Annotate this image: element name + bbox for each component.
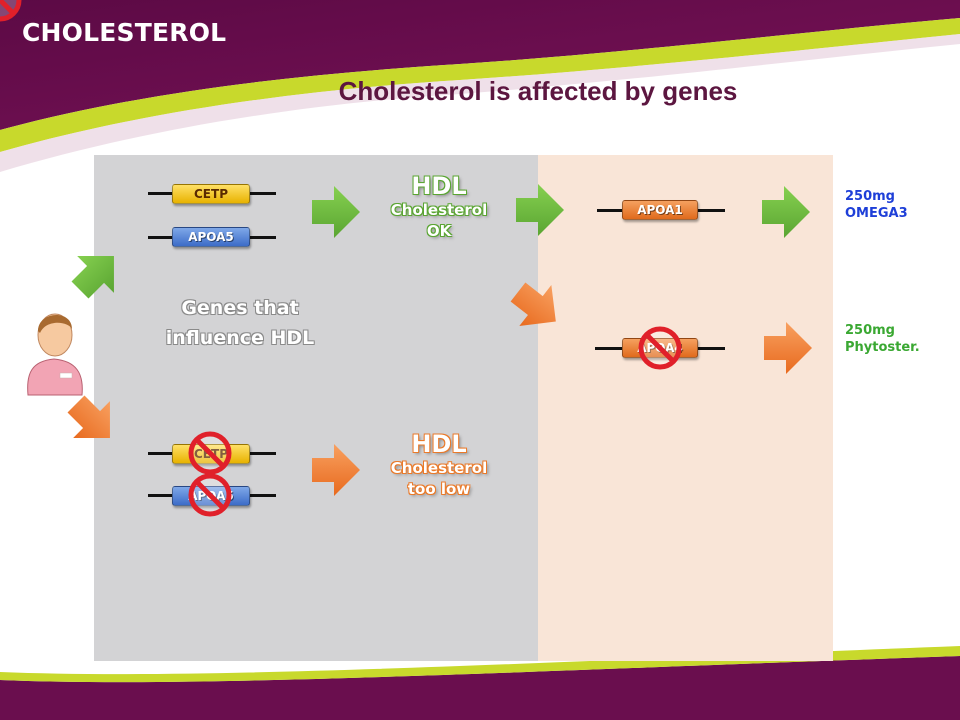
outcome-low-line2: too low: [407, 480, 471, 498]
outcome-hdl-low: HDL Cholesterol too low: [374, 430, 504, 500]
outcome-hdl-ok: HDL Cholesterol OK: [374, 172, 504, 242]
outcome-ok-line2: OK: [426, 222, 452, 240]
omega-name: OMEGA3: [845, 206, 908, 221]
genes-label: Genes that influence HDL: [165, 297, 315, 349]
outcome-ok-title: HDL: [411, 172, 467, 200]
gene-apoa1: APOA1: [622, 200, 698, 220]
supplement-phyto: 250mg Phytoster.: [845, 322, 920, 356]
phyto-name: Phytoster.: [845, 340, 920, 355]
prohibition-icon: [191, 476, 229, 514]
gene-cetp: CETP: [172, 184, 250, 204]
gene-apoa5: APOA5: [172, 227, 250, 247]
outcome-ok-line1: Cholesterol: [390, 201, 488, 219]
supplement-omega: 250mg OMEGA3: [845, 188, 908, 222]
outcome-low-title: HDL: [411, 430, 467, 458]
person-icon: [27, 313, 83, 396]
slide-title: Cholesterol is affected by genes: [338, 76, 738, 106]
gene-panel: [94, 155, 538, 661]
supplement-panel: [538, 155, 833, 661]
omega-dose: 250mg: [845, 189, 895, 204]
prohibition-icon: [191, 434, 229, 472]
prohibition-icon: [641, 329, 679, 367]
outcome-low-line1: Cholesterol: [390, 459, 488, 477]
section-header: CHOLESTEROL: [22, 18, 227, 47]
phyto-dose: 250mg: [845, 323, 895, 338]
